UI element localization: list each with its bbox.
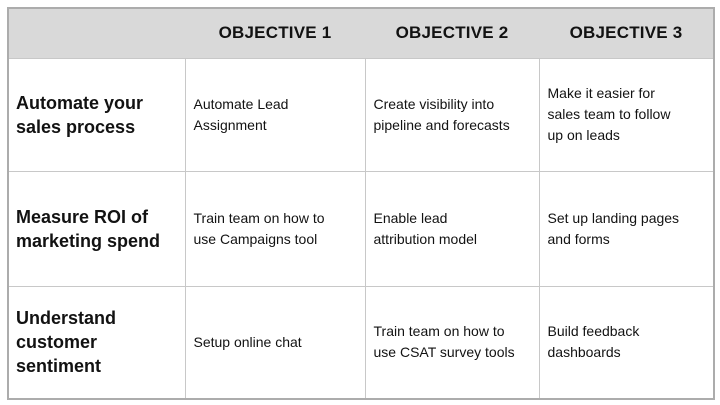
cell-r1-objective-3: Make it easier for sales team to follow … [538,57,715,172]
corner-cell [8,8,185,59]
column-header-objective-1: OBJECTIVE 1 [185,8,365,59]
cell-r2-objective-1: Train team on how to use Campaigns tool [184,170,366,287]
cell-r1-objective-2: Create visibility into pipeline and fore… [364,57,540,172]
table-row-measure-roi: Measure ROI of marketing spend Train tea… [7,170,715,287]
column-header-objective-2: OBJECTIVE 2 [365,8,539,59]
objectives-matrix-table: OBJECTIVE 1 OBJECTIVE 2 OBJECTIVE 3 Auto… [7,7,715,400]
header-row: OBJECTIVE 1 OBJECTIVE 2 OBJECTIVE 3 [8,8,714,59]
row-header-automate-sales-process: Automate your sales process [7,57,186,172]
cell-r3-objective-1: Setup online chat [184,285,366,400]
cell-r2-objective-2: Enable lead attribution model [364,170,540,287]
cell-r2-objective-3: Set up landing pages and forms [538,170,715,287]
cell-r3-objective-2: Train team on how to use CSAT survey too… [364,285,540,400]
row-header-measure-roi: Measure ROI of marketing spend [7,170,186,287]
table-row-customer-sentiment: Understand customer sentiment Setup onli… [7,285,715,400]
row-header-customer-sentiment: Understand customer sentiment [7,285,186,400]
table-row-automate-sales: Automate your sales process Automate Lea… [7,57,715,172]
cell-r1-objective-1: Automate Lead Assignment [184,57,366,172]
column-header-objective-3: OBJECTIVE 3 [539,8,714,59]
cell-r3-objective-3: Build feedback dashboards [538,285,715,400]
